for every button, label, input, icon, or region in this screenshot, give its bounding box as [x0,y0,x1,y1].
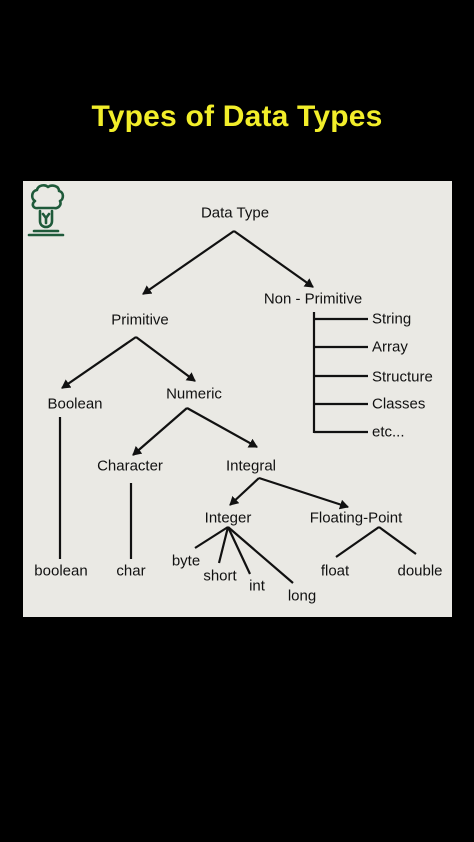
brain-bulb-logo-icon [27,184,65,237]
leaf-char: char [116,562,146,580]
edge-integer-short [217,526,230,564]
edge-integer-byte [194,526,229,549]
node-data-type: Data Type [200,204,270,222]
node-non-primitive: Non - Primitive [263,290,363,308]
edge-numeric-character [132,407,188,456]
edge-integral-integer [229,477,260,506]
node-integer: Integer [204,509,252,527]
leaf-double: double [397,562,443,580]
edge-root-primitive [142,230,235,295]
edge-floating-double [378,526,417,555]
edge-primitive-numeric [135,336,196,382]
leaf-byte: byte [171,552,201,570]
page-title: Types of Data Types [91,100,383,133]
leaf-short: short [203,567,237,585]
edge-primitive-boolean [61,336,137,389]
node-character: Character [97,457,163,475]
np-item-etc: etc... [372,423,405,441]
node-boolean: Boolean [47,395,103,413]
leaf-boolean: boolean [34,562,88,580]
np-item-structure: Structure [372,368,433,386]
leaf-int: int [249,577,265,595]
leaf-long: long [287,587,317,605]
node-integral: Integral [225,457,277,475]
edge-numeric-integral [186,407,258,448]
diagram-connectors [58,230,417,584]
edge-integer-int [227,526,251,575]
np-item-array: Array [372,338,408,356]
node-floating-point: Floating-Point [309,509,403,527]
edge-integral-floating [258,476,349,510]
leaf-float: float [320,562,350,580]
edge-root-nonprimitive [233,230,314,288]
diagram-panel: Data Type Primitive Non - Primitive Bool… [23,181,452,617]
node-primitive: Primitive [111,311,169,329]
np-item-classes: Classes [372,395,426,413]
edge-integer-long [227,526,294,584]
node-numeric: Numeric [166,385,222,403]
np-item-string: String [372,310,412,328]
edge-floating-float [335,526,380,558]
